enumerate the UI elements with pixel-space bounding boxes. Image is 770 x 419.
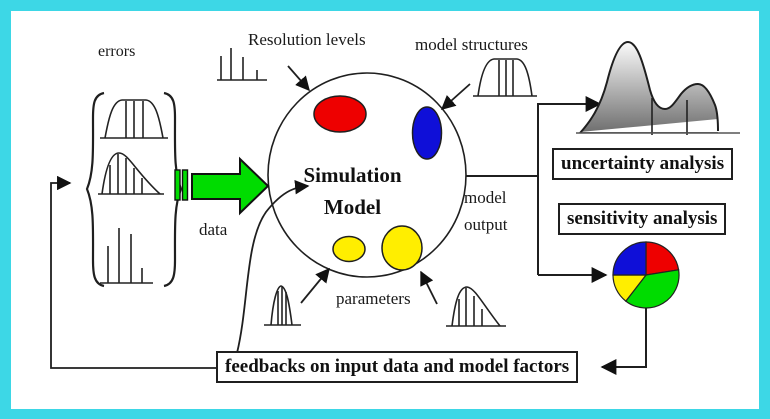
model-structures-label: model structures [415,35,528,54]
error-dist-skewed-icon [98,152,164,195]
blue-ellipse [411,106,443,160]
structures-dist-icon [473,58,537,97]
yellow-ellipse-small [332,235,366,263]
parameters-narrow-dist-icon [264,285,301,326]
data-bar [181,169,189,201]
uncertainty-analysis-box: uncertainty analysis [552,148,734,180]
structures-arrow [440,83,471,110]
connector-feedback-to-model [236,180,310,354]
pie-slice-red [645,241,680,276]
data-bars-icon [174,169,189,201]
connector-pie-to-feedback [600,308,647,375]
simulation-model-title: Simulation Model [280,160,425,223]
uncertainty-dist-ticks [651,98,688,135]
parameters-skewed-dist-icon [446,286,506,327]
simulation-model-line1: Simulation [303,163,402,187]
green-arrow-icon [191,156,270,216]
uncertainty-dist-wedge [580,119,718,132]
parameters-label: parameters [336,289,411,308]
pie-slice-blue [612,241,647,276]
data-bar [174,169,181,201]
pie-chart-icon [612,241,680,309]
errors-braces [85,91,183,288]
resolution-arrow [287,65,310,92]
data-label: data [199,220,228,239]
resolution-spikes-icon [217,48,267,81]
model-output-label: model output [464,184,507,238]
parameters-left-arrow [300,267,330,304]
connector-feedback-to-errors [50,175,216,369]
left-brace [85,91,105,288]
sensitivity-analysis-box: sensitivity analysis [558,203,727,235]
yellow-ellipse-large [381,225,423,271]
simulation-model-line2: Model [323,194,382,219]
error-dist-flat-icon [100,99,168,139]
feedbacks-box: feedbacks on input data and model factor… [216,351,579,383]
model-output-line1: model [464,188,507,207]
error-dist-spikes-icon [100,228,153,284]
red-ellipse [313,95,367,133]
right-brace [163,91,183,288]
pie-slice-green [624,269,680,309]
model-output-line2: output [464,215,508,235]
uncertainty-dist-curve [579,40,719,134]
uncertainty-dist-icon [576,40,740,135]
parameters-right-arrow [420,270,438,305]
resolution-levels-label: Resolution levels [248,30,366,49]
connector-to-uncertainty [537,96,602,275]
errors-label: errors [98,43,136,60]
